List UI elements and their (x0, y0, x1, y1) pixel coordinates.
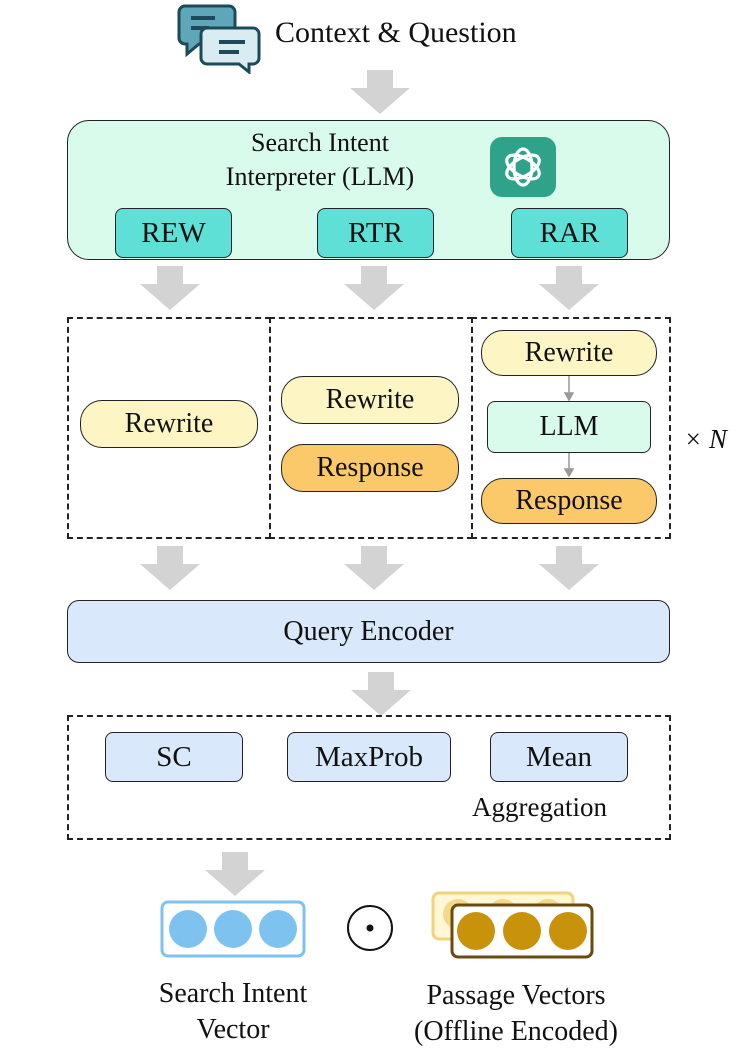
passage-vectors-label: Passage Vectors (Offline Encoded) (385, 978, 647, 1050)
repeat-label: × N (684, 424, 727, 454)
aggregation-sc: SC (105, 732, 243, 782)
arrow-rew-down (140, 266, 200, 310)
passage-vectors-label-line2: (Offline Encoded) (414, 1016, 618, 1047)
rar-response: Response (481, 478, 657, 524)
arrow-rew-to-encoder (140, 546, 200, 590)
query-encoder: Query Encoder (67, 600, 670, 663)
passage-vectors-label-line1: Passage Vectors (426, 980, 606, 1011)
aggregation-label: Aggregation (472, 792, 607, 822)
rew-rewrite: Rewrite (80, 400, 258, 448)
interpreter-title-line1: Search Intent (251, 128, 389, 157)
strategy-rtr: RTR (317, 208, 434, 258)
aggregation-mean: Mean (490, 732, 628, 782)
arrow-rtr-down (344, 266, 404, 310)
rtr-panel (269, 317, 473, 539)
interpreter-title: Search Intent Interpreter (LLM) (170, 126, 470, 194)
openai-logo-icon (490, 137, 556, 197)
strategy-rar: RAR (511, 208, 628, 258)
arrow-rar-to-encoder (539, 546, 599, 590)
arrow-rtr-to-encoder (344, 546, 404, 590)
rar-rewrite: Rewrite (481, 330, 657, 376)
search-intent-vector-label: Search Intent Vector (118, 976, 348, 1048)
interpreter-title-line2: Interpreter (LLM) (225, 162, 415, 191)
rar-panel (471, 317, 671, 539)
rtr-response: Response (281, 444, 459, 492)
arrow-encoder-to-aggregation (351, 672, 411, 716)
input-label: Context & Question (275, 16, 517, 49)
aggregation-maxprob: MaxProb (287, 732, 451, 782)
rar-llm: LLM (487, 401, 651, 453)
arrow-aggregation-to-vector (205, 852, 265, 896)
search-intent-vector-label-line1: Search Intent (158, 978, 308, 1009)
chat-bubbles-icon (177, 4, 261, 74)
passage-vectors-icon (431, 891, 594, 959)
strategy-rew: REW (115, 208, 232, 258)
arrow-input-to-interpreter (350, 70, 410, 114)
search-intent-vector-label-line2: Vector (196, 1014, 270, 1045)
aggregation-panel (67, 715, 671, 840)
arrow-rar-down (539, 266, 599, 310)
rtr-rewrite: Rewrite (281, 376, 459, 424)
dot-product-icon (347, 905, 393, 951)
search-intent-vector-icon (160, 900, 306, 958)
